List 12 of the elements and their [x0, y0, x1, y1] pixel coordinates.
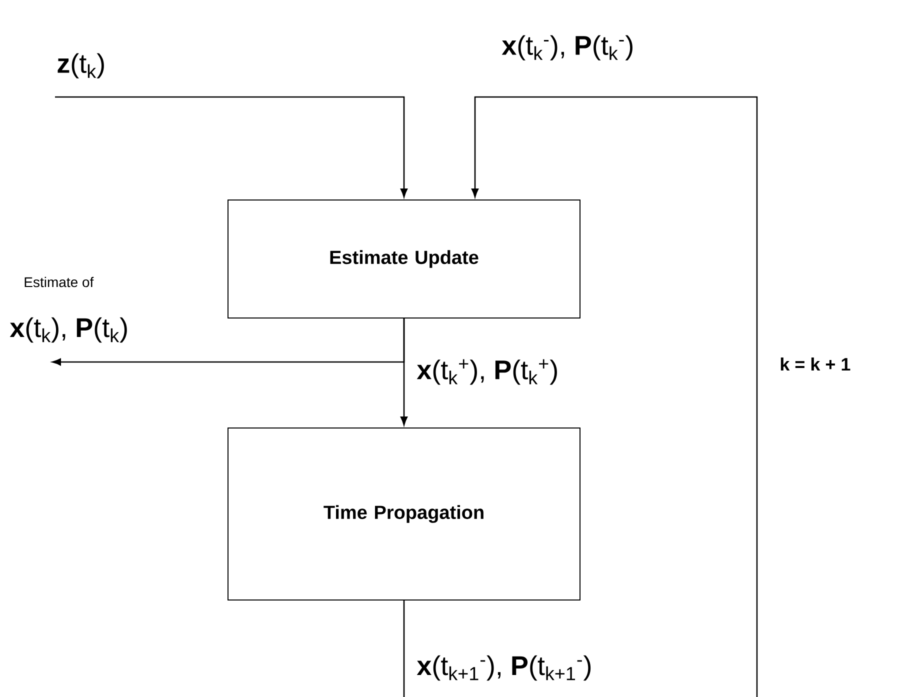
process-box: Time Propagation: [228, 428, 580, 600]
arrow: [403, 96, 758, 697]
signal-label: x(t$_{k}$$^{-}$), P(t$_{k}$$^{-}$): [502, 35, 632, 60]
signal-label: x(t$_{k+1}$$^{-}$), P(t$_{k+1}$$^{-}$): [416, 655, 591, 681]
arrow: [55, 96, 408, 198]
process-box: Estimate Update: [228, 200, 580, 318]
signal-label: z(t$_{k}$): [58, 53, 104, 78]
signal-label: x(t$_{k}$), P(t$_{k}$): [10, 317, 127, 343]
arrow: [52, 318, 405, 366]
loop-counter-label: k = k + 1: [780, 357, 850, 371]
note-text: Estimate of: [24, 276, 94, 288]
signal-label: x(t$_{k}$$^{+}$), P(t$_{k}$$^{+}$): [416, 359, 557, 385]
